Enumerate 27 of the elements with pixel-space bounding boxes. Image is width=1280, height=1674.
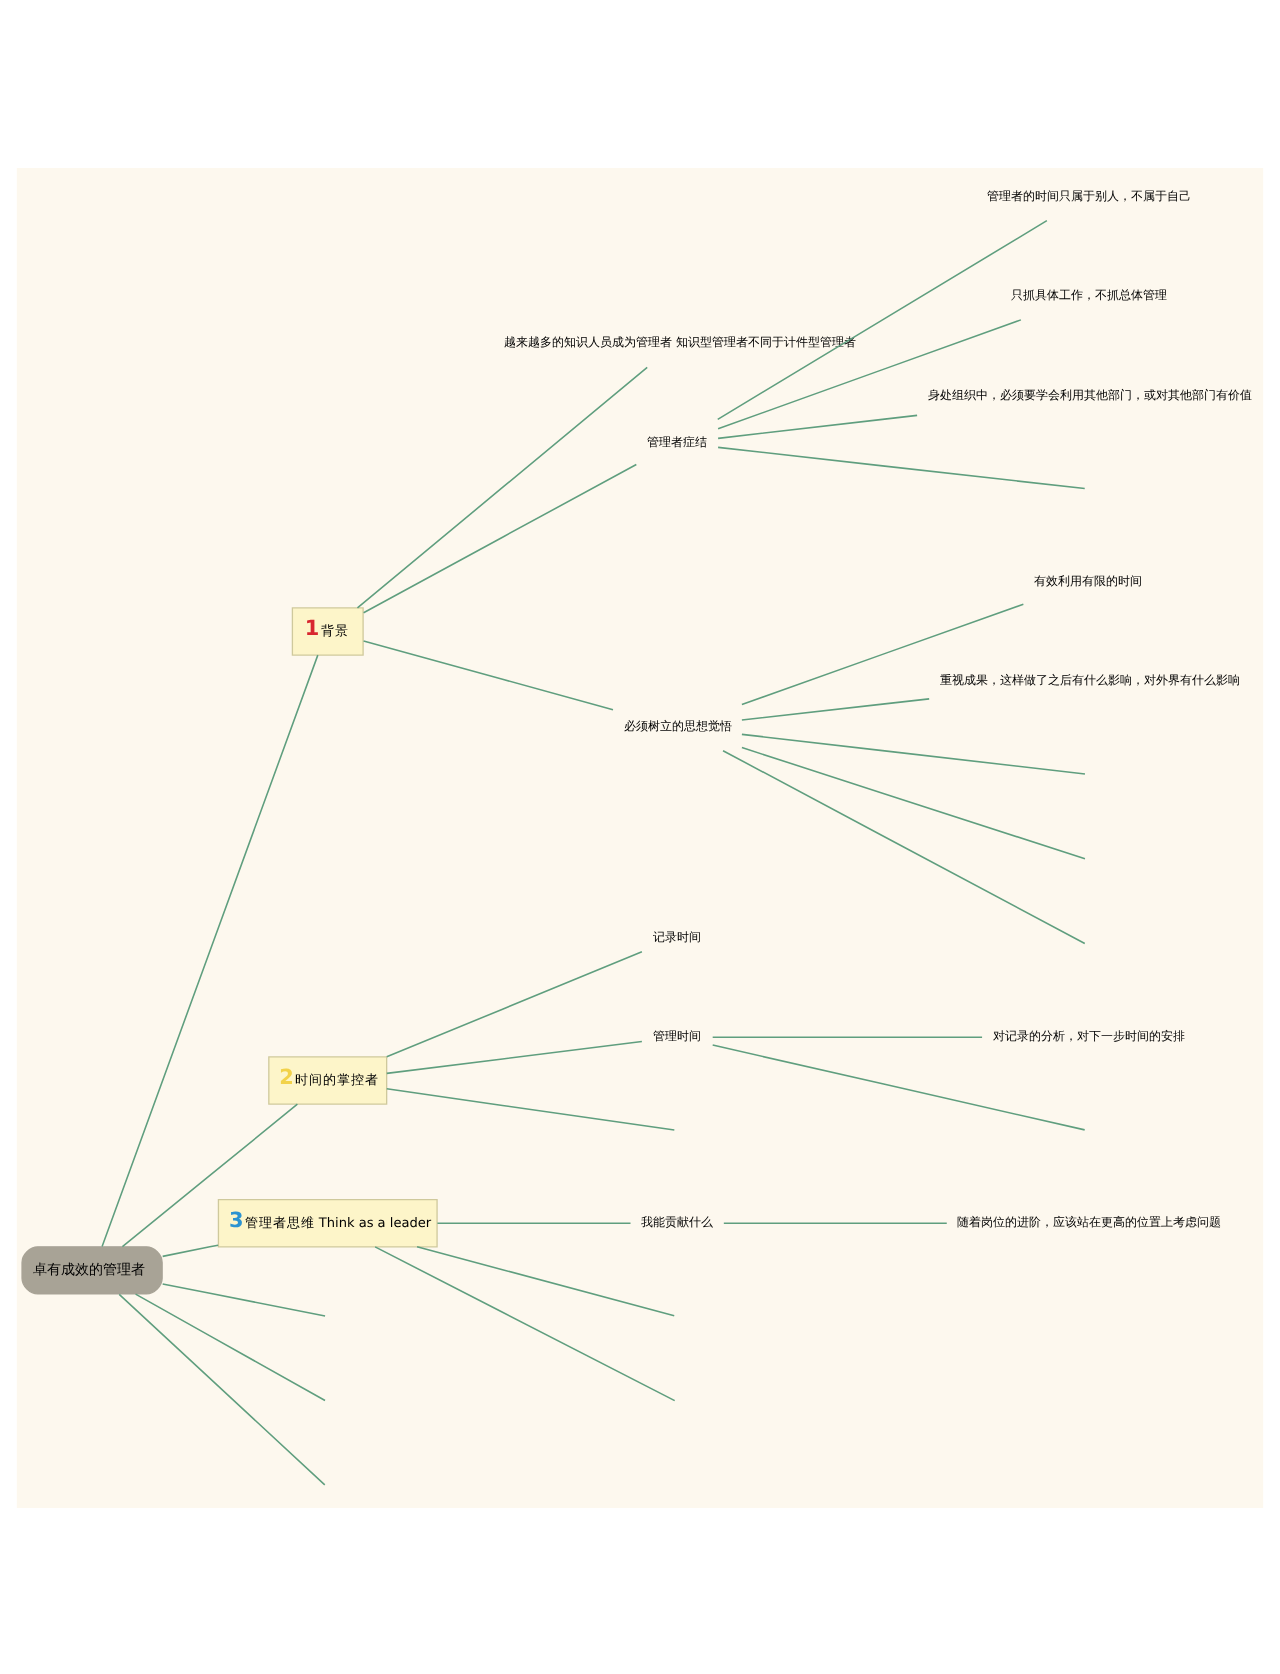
connector	[362, 462, 638, 613]
connector	[436, 1221, 632, 1224]
connector	[741, 732, 1086, 774]
connector	[722, 748, 1086, 944]
connector	[161, 1243, 219, 1257]
connector	[134, 1292, 326, 1401]
connector	[385, 950, 643, 1057]
connector	[118, 1292, 326, 1485]
connector	[356, 365, 648, 608]
connector	[717, 413, 918, 439]
connector	[711, 1043, 1086, 1130]
connector	[741, 602, 1025, 705]
connector	[101, 653, 319, 1247]
connector	[717, 445, 1086, 489]
connector	[121, 1102, 299, 1247]
connector	[161, 1282, 326, 1316]
connector	[416, 1245, 675, 1316]
connector	[385, 1039, 643, 1074]
connector	[717, 318, 1022, 429]
connector	[385, 1087, 676, 1130]
connector	[711, 1035, 983, 1038]
connector	[723, 1221, 948, 1224]
connector	[741, 745, 1086, 859]
connector	[374, 1245, 676, 1401]
connector	[362, 639, 614, 710]
connector	[741, 697, 930, 720]
connector	[716, 218, 1048, 420]
